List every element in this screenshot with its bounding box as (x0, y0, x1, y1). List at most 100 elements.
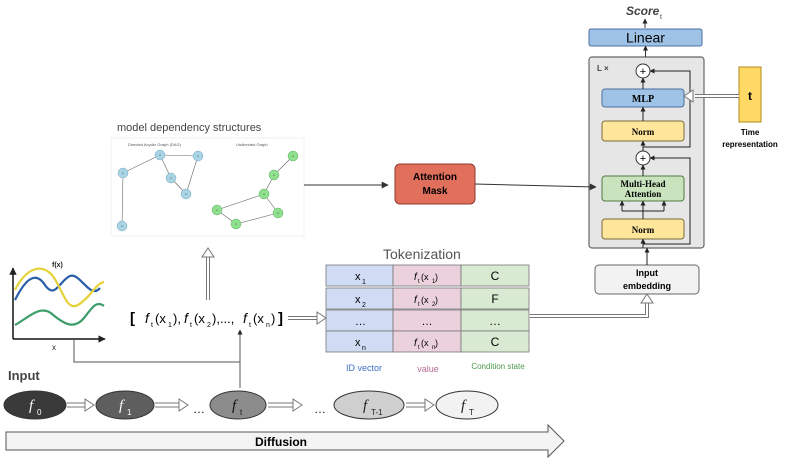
token-value-sub: t (418, 279, 420, 285)
svg-text:1: 1 (168, 322, 172, 329)
token-cell-cond (460, 287, 530, 310)
svg-text:n: n (159, 153, 161, 157)
svg-text:),: ), (173, 311, 181, 326)
ellipse-sub: t (240, 408, 243, 417)
tokens-to-embedding-arrow (530, 293, 654, 318)
plot-x-label: x (52, 343, 56, 352)
time-label-2: representation (722, 140, 778, 149)
diffusion-arrow: Diffusion (5, 423, 565, 459)
time-to-mlp-arrow (683, 89, 739, 103)
sequence-to-tokens-arrow (288, 311, 327, 325)
svg-text:Score: Score (626, 4, 660, 18)
svg-text:MLP: MLP (632, 94, 654, 105)
svg-text:+: + (640, 66, 646, 78)
token-value: f (414, 272, 418, 283)
token-value-arg-sub: 2 (432, 302, 436, 308)
token-value-arg: (x (421, 295, 429, 305)
token-value: f (414, 338, 418, 349)
chain-arrow (67, 398, 95, 412)
svg-text:]: ] (278, 310, 283, 327)
svg-text:n: n (235, 222, 237, 226)
svg-text:Directed Acyclic Graph (DAG): Directed Acyclic Graph (DAG) (128, 142, 182, 147)
svg-text:n: n (185, 192, 187, 196)
svg-text:(x: (x (155, 311, 166, 326)
token-condition: … (489, 314, 501, 328)
svg-text:(x: (x (253, 311, 264, 326)
svg-text:t: t (660, 14, 662, 21)
svg-text:Norm: Norm (632, 127, 655, 137)
token-value-close: ) (435, 338, 438, 348)
token-value-arg: (x (421, 272, 429, 282)
dependency-graph-figure: Directed Acyclic Graph (DAG) Undirected … (110, 137, 305, 237)
token-id-sub: 1 (362, 279, 366, 286)
token-value-close: ) (435, 295, 438, 305)
svg-text:t: t (748, 89, 752, 103)
value-label: value (417, 364, 439, 374)
id-vector-label: ID vector (346, 363, 382, 373)
svg-text:Attention: Attention (625, 189, 662, 199)
svg-text:f: f (145, 310, 151, 326)
svg-text:(x: (x (194, 311, 205, 326)
svg-text:n: n (122, 171, 124, 175)
svg-text:n: n (273, 173, 275, 177)
linear-label: Linear (626, 30, 665, 46)
svg-text:n: n (197, 154, 199, 158)
svg-text:f: f (243, 310, 249, 326)
token-value-arg-sub: 1 (432, 279, 436, 285)
plot-connectors (73, 329, 243, 388)
svg-text:Multi-Head: Multi-Head (621, 179, 666, 189)
token-value-arg-sub: n (432, 345, 435, 351)
plot-y-label: f(x) (52, 262, 63, 269)
token-condition: C (491, 269, 500, 283)
svg-text:n: n (292, 154, 294, 158)
time-label-1: Time (741, 128, 760, 137)
token-value: … (422, 316, 433, 328)
svg-text:Input: Input (636, 268, 658, 278)
svg-text:2: 2 (207, 322, 211, 329)
svg-text:n: n (277, 211, 279, 215)
token-id-sub: 2 (362, 302, 366, 309)
svg-text:t: t (249, 322, 251, 329)
svg-text:Attention: Attention (413, 172, 457, 183)
svg-text:+: + (640, 153, 646, 165)
chain-arrow (268, 398, 303, 412)
svg-text:Mask: Mask (422, 186, 447, 197)
ellipse-f: f (363, 398, 369, 414)
svg-text:Norm: Norm (632, 225, 655, 235)
token-value: f (414, 295, 418, 306)
layer-repeat-label: L × (597, 64, 609, 73)
token-sequence: [ f t (x 1 ), f t (x 2 ),..., f t (x n )… (130, 310, 283, 329)
token-id-sub: n (362, 345, 366, 352)
svg-text:n: n (216, 208, 218, 212)
ellipse-sub: 0 (37, 408, 42, 417)
transformer-internal-arrows (619, 68, 691, 248)
function-plot: f(x) x (9, 262, 106, 352)
attention-mask-block (394, 163, 476, 205)
svg-text:n: n (263, 192, 265, 196)
token-id: … (355, 316, 366, 328)
svg-text:n: n (266, 322, 270, 329)
token-row: … … … (325, 309, 530, 332)
token-cell-cond (460, 264, 530, 287)
mask-to-attention-arrow (474, 183, 597, 191)
ellipse-f: f (119, 398, 125, 414)
token-value-arg: (x (421, 338, 429, 348)
svg-text:Diffusion: Diffusion (255, 435, 307, 449)
chain-ellipsis: … (314, 402, 326, 416)
chain-arrow (406, 398, 435, 412)
svg-text:n: n (121, 224, 123, 228)
ellipse-f: f (461, 398, 467, 414)
ellipse-sub: T-1 (371, 408, 383, 417)
ellipse-f: f (232, 398, 238, 414)
sequence-to-dependency-arrow (201, 247, 215, 300)
token-id: x (355, 294, 361, 306)
